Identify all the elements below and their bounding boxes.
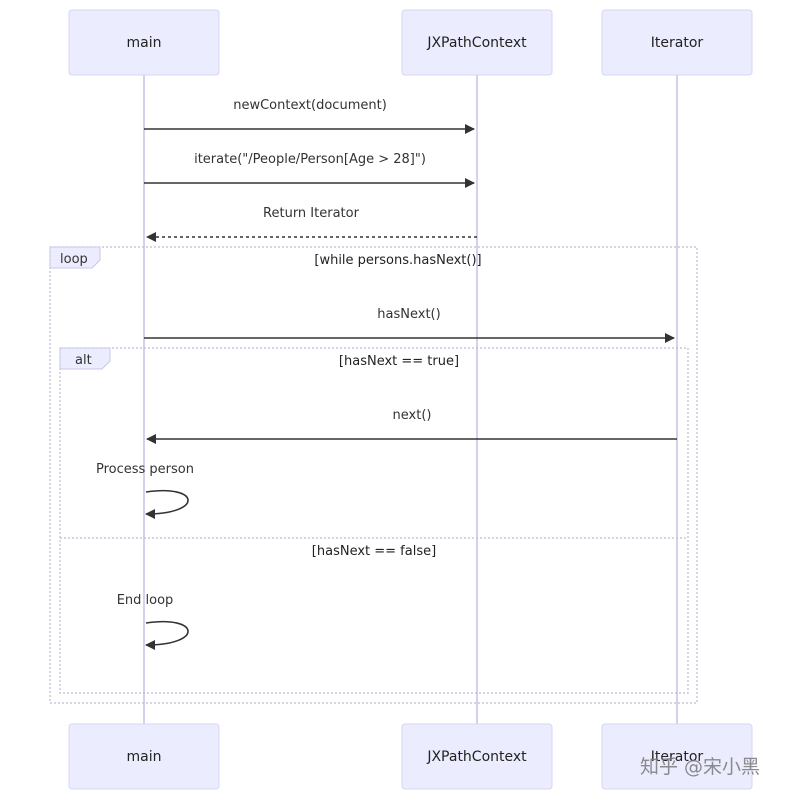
loop-condition: [while persons.hasNext()] [314,253,481,268]
alt-condition-true: [hasNext == true] [339,354,459,369]
self-message-end-loop: End loop [117,593,189,650]
message-has-next-label: hasNext() [377,307,440,322]
actor-main-bottom-label: main [127,749,162,765]
message-new-context-label: newContext(document) [233,98,387,113]
alt-condition-false: [hasNext == false] [312,544,436,559]
alt-frame-tag [59,347,111,370]
loop-frame-label: loop [60,252,88,267]
actor-iterator-top: Iterator [601,9,753,76]
loop-frame-tag [49,246,101,269]
watermark: 知乎 @宋小黑 [640,756,760,778]
actor-jxpathcontext-top: JXPathContext [401,9,553,76]
actor-jxpathcontext-bottom-label: JXPathContext [426,749,527,765]
self-message-process-person-label: Process person [96,462,194,477]
message-iterate-label: iterate("/People/Person[Age > 28]") [194,152,426,167]
message-return-iterator-label: Return Iterator [263,206,360,221]
actor-iterator-bottom: Iterator [601,723,753,790]
actor-main-top: main [68,9,220,76]
message-next: next() [146,408,677,444]
self-message-end-loop-label: End loop [117,593,174,608]
self-message-process-person: Process person [96,462,194,519]
message-new-context: newContext(document) [144,98,475,134]
message-has-next: hasNext() [144,307,675,343]
actor-iterator-label: Iterator [651,35,704,51]
message-next-label: next() [393,408,432,423]
actor-jxpathcontext-bottom: JXPathContext [401,723,553,790]
actor-main-label: main [127,35,162,51]
message-return-iterator: Return Iterator [146,206,477,242]
actor-main-bottom: main [68,723,220,790]
actor-jxpathcontext-label: JXPathContext [426,35,527,51]
alt-frame: alt [hasNext == true] [hasNext == false] [59,347,689,694]
actor-iterator-bottom-label: Iterator [651,749,704,765]
message-iterate: iterate("/People/Person[Age > 28]") [144,152,475,188]
loop-frame: loop [while persons.hasNext()] [49,246,698,704]
alt-frame-label: alt [75,353,92,368]
